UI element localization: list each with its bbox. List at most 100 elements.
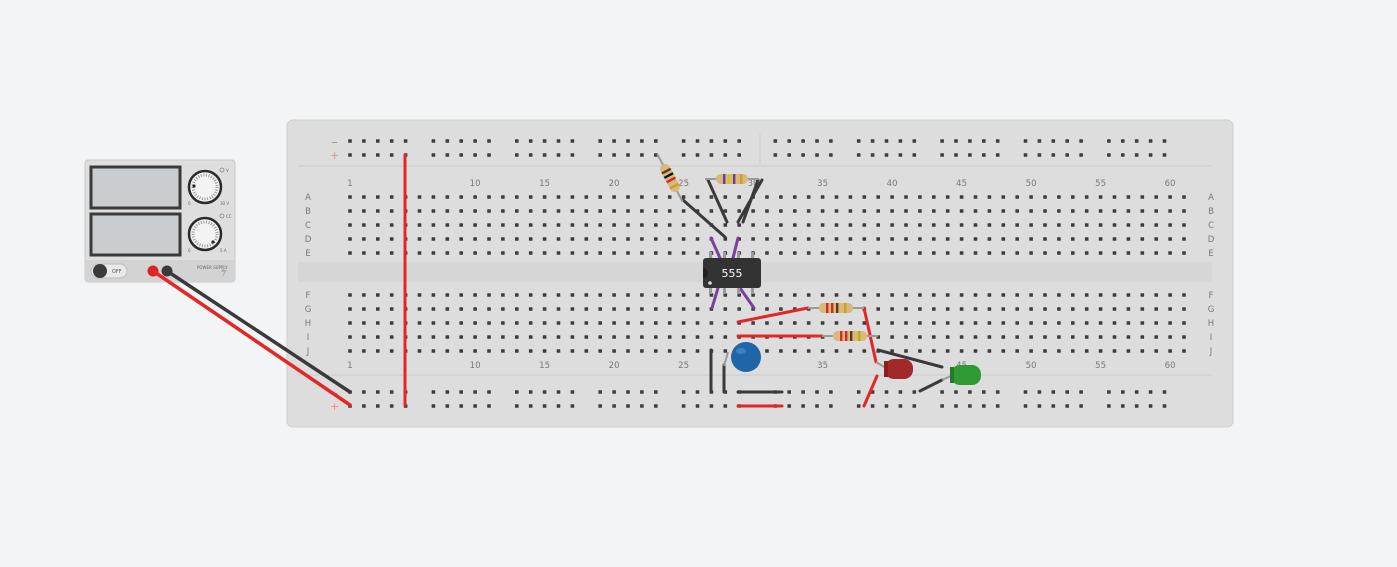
hole-b-56[interactable]: [1112, 209, 1117, 213]
hole-c-36[interactable]: [834, 223, 839, 227]
hole-e-1[interactable]: [348, 251, 352, 255]
rail-top-minus-hole[interactable]: [376, 139, 380, 143]
hole-g-45[interactable]: [959, 307, 964, 311]
hole-d-2[interactable]: [362, 237, 366, 241]
rail-top-plus-hole[interactable]: [982, 153, 986, 157]
hole-c-52[interactable]: [1057, 223, 1061, 227]
hole-a-60[interactable]: [1168, 195, 1172, 199]
hole-d-9[interactable]: [459, 237, 463, 241]
hole-c-22[interactable]: [640, 223, 644, 227]
hole-e-2[interactable]: [362, 251, 366, 255]
hole-c-34[interactable]: [806, 223, 811, 227]
hole-a-56[interactable]: [1112, 195, 1117, 199]
hole-b-53[interactable]: [1071, 209, 1075, 213]
hole-c-25[interactable]: [681, 223, 686, 227]
rail-top-plus-hole[interactable]: [459, 153, 463, 157]
hole-h-61[interactable]: [1182, 321, 1186, 325]
rail-bottom-minus-hole[interactable]: [1134, 390, 1139, 394]
hole-a-61[interactable]: [1182, 195, 1186, 199]
hole-g-4[interactable]: [389, 307, 394, 311]
rail-bottom-minus-hole[interactable]: [598, 390, 602, 394]
hole-b-37[interactable]: [848, 209, 853, 213]
hole-b-40[interactable]: [890, 209, 894, 213]
hole-j-6[interactable]: [417, 349, 422, 353]
hole-c-51[interactable]: [1043, 223, 1047, 227]
hole-f-38[interactable]: [862, 293, 867, 297]
hole-d-20[interactable]: [612, 237, 616, 241]
hole-g-1[interactable]: [348, 307, 352, 311]
rail-bottom-plus-hole[interactable]: [654, 404, 658, 408]
hole-c-40[interactable]: [890, 223, 894, 227]
hole-j-3[interactable]: [376, 349, 380, 353]
hole-h-23[interactable]: [654, 321, 658, 325]
hole-g-32[interactable]: [779, 307, 783, 311]
rail-bottom-minus-hole[interactable]: [626, 390, 630, 394]
hole-h-57[interactable]: [1126, 321, 1131, 325]
hole-a-54[interactable]: [1084, 195, 1089, 199]
hole-e-31[interactable]: [765, 251, 769, 255]
hole-i-28[interactable]: [723, 335, 728, 339]
hole-a-35[interactable]: [820, 195, 825, 199]
rail-top-plus-hole[interactable]: [940, 153, 944, 157]
hole-h-27[interactable]: [709, 321, 714, 325]
hole-e-38[interactable]: [862, 251, 867, 255]
hole-j-45[interactable]: [959, 349, 964, 353]
hole-b-4[interactable]: [389, 209, 394, 213]
rail-top-plus-hole[interactable]: [1134, 153, 1139, 157]
hole-g-20[interactable]: [612, 307, 616, 311]
hole-g-7[interactable]: [431, 307, 436, 311]
rail-top-minus-hole[interactable]: [515, 139, 519, 143]
hole-g-2[interactable]: [362, 307, 366, 311]
hole-i-55[interactable]: [1098, 335, 1103, 339]
hole-c-47[interactable]: [987, 223, 992, 227]
hole-c-31[interactable]: [765, 223, 769, 227]
rail-bottom-plus-hole[interactable]: [1107, 404, 1111, 408]
rail-bottom-minus-hole[interactable]: [556, 390, 561, 394]
hole-f-2[interactable]: [362, 293, 366, 297]
rail-top-plus-hole[interactable]: [709, 153, 714, 157]
hole-e-59[interactable]: [1154, 251, 1158, 255]
hole-g-19[interactable]: [598, 307, 602, 311]
hole-j-12[interactable]: [501, 349, 505, 353]
hole-g-15[interactable]: [542, 307, 547, 311]
hole-c-46[interactable]: [973, 223, 978, 227]
hole-c-58[interactable]: [1140, 223, 1145, 227]
rail-bottom-plus-hole[interactable]: [389, 404, 394, 408]
hole-c-61[interactable]: [1182, 223, 1186, 227]
hole-b-20[interactable]: [612, 209, 616, 213]
hole-a-34[interactable]: [806, 195, 811, 199]
rail-bottom-plus-hole[interactable]: [801, 404, 805, 408]
hole-d-3[interactable]: [376, 237, 380, 241]
black-wire-r1-to-pin[interactable]: [681, 198, 727, 239]
hole-h-14[interactable]: [528, 321, 533, 325]
hole-f-50[interactable]: [1029, 293, 1033, 297]
hole-c-1[interactable]: [348, 223, 352, 227]
hole-b-28[interactable]: [723, 209, 728, 213]
rail-top-minus-hole[interactable]: [982, 139, 986, 143]
hole-c-32[interactable]: [779, 223, 783, 227]
hole-c-49[interactable]: [1015, 223, 1019, 227]
hole-g-10[interactable]: [473, 307, 477, 311]
rail-top-plus-hole[interactable]: [515, 153, 519, 157]
rail-top-plus-hole[interactable]: [1051, 153, 1056, 157]
black-wire-right-diagonal-b[interactable]: [741, 178, 760, 224]
hole-j-40[interactable]: [890, 349, 894, 353]
hole-a-7[interactable]: [431, 195, 436, 199]
hole-g-39[interactable]: [876, 307, 880, 311]
hole-a-42[interactable]: [918, 195, 922, 199]
hole-c-43[interactable]: [932, 223, 936, 227]
rail-top-plus-hole[interactable]: [473, 153, 477, 157]
rail-top-minus-hole[interactable]: [884, 139, 889, 143]
hole-e-47[interactable]: [987, 251, 992, 255]
hole-a-33[interactable]: [793, 195, 797, 199]
hole-f-10[interactable]: [473, 293, 477, 297]
hole-h-4[interactable]: [389, 321, 394, 325]
hole-e-21[interactable]: [626, 251, 630, 255]
hole-i-40[interactable]: [890, 335, 894, 339]
rail-top-plus-hole[interactable]: [898, 153, 903, 157]
hole-f-6[interactable]: [417, 293, 422, 297]
hole-f-45[interactable]: [959, 293, 964, 297]
hole-f-3[interactable]: [376, 293, 380, 297]
rail-top-plus-hole[interactable]: [829, 153, 833, 157]
hole-g-3[interactable]: [376, 307, 380, 311]
